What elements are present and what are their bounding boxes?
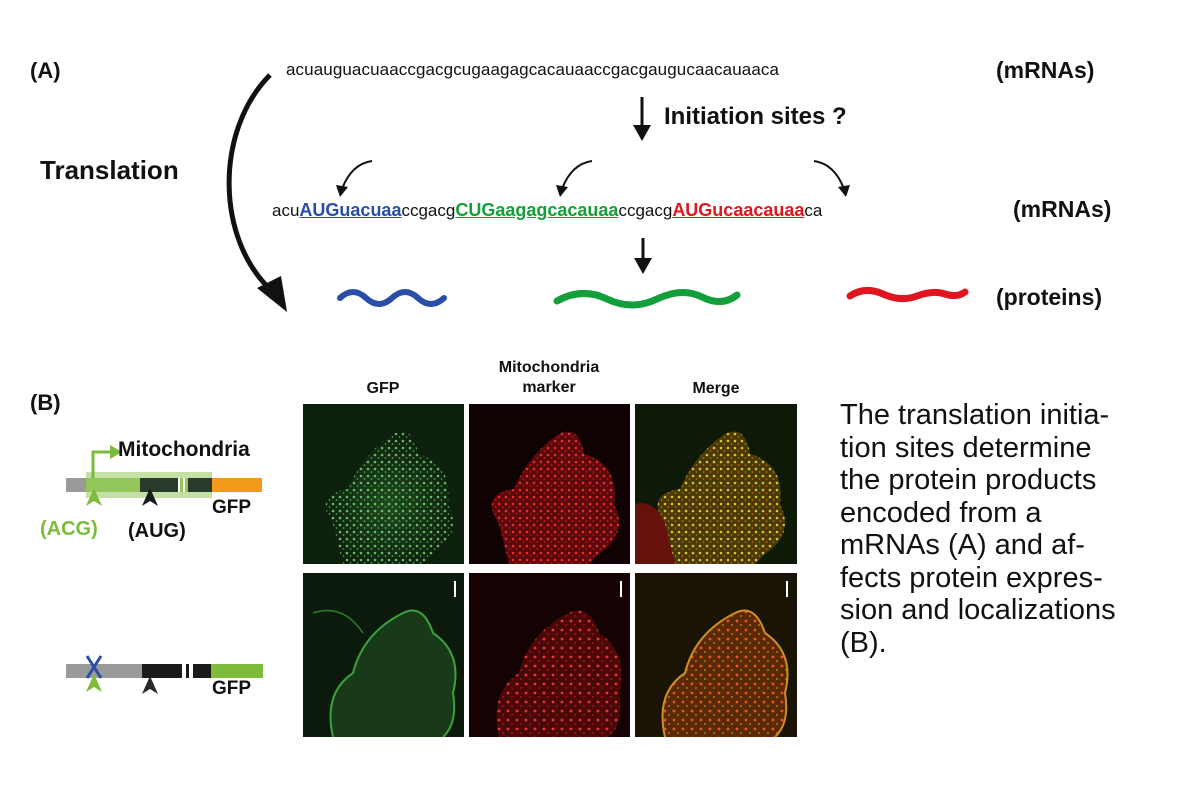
col-head-mito: Mitochondria marker bbox=[468, 358, 630, 398]
mrna-tag-top: (mRNAs) bbox=[996, 57, 1095, 83]
mrna-sequence: acuauguacuaaccgacgcugaagagcacauaaccgacga… bbox=[286, 60, 780, 79]
translation-curved-arrow-icon bbox=[226, 73, 287, 312]
micrograph-gfp-top bbox=[303, 404, 464, 564]
mitochondria-label: Mitochondria bbox=[118, 438, 250, 461]
col-head-gfp: GFP bbox=[366, 380, 400, 397]
curved-arrow-icon-2 bbox=[556, 160, 593, 197]
caption-line-8: (B). bbox=[840, 626, 887, 659]
seq-part-2: ccgacg bbox=[401, 201, 456, 220]
caption: The translation initia- tion sites deter… bbox=[840, 399, 1175, 659]
caption-line-4: encoded from a bbox=[840, 496, 1042, 529]
protein-green-icon bbox=[553, 289, 741, 309]
seq-segment-red: AUGucaacauaa bbox=[672, 200, 805, 220]
panel-a-label: (A) bbox=[30, 58, 61, 83]
seq-part-3: ccgacg bbox=[618, 201, 673, 220]
mrna-tag-second: (mRNAs) bbox=[1013, 196, 1112, 222]
caption-line-2: tion sites determine bbox=[840, 431, 1092, 464]
caption-line-5: mRNAs (A) and af- bbox=[840, 529, 1085, 561]
caption-line-6: fects protein expres- bbox=[840, 561, 1103, 594]
down-arrow-icon bbox=[633, 97, 651, 141]
caption-line-3: the protein products bbox=[840, 464, 1097, 496]
col-head-mito-line2: marker bbox=[522, 379, 576, 396]
down-arrow-icon-2 bbox=[634, 238, 652, 274]
col-head-merge: Merge bbox=[692, 380, 740, 397]
curved-arrow-icon-1 bbox=[336, 160, 373, 197]
acg-label: (ACG) bbox=[40, 518, 98, 540]
seq-segment-green: CUGaagagcacauaa bbox=[455, 200, 619, 220]
col-head-mito-line1: Mitochondria bbox=[498, 359, 600, 376]
panel-b-label: (B) bbox=[30, 390, 61, 415]
construct-2-diagram bbox=[66, 655, 263, 694]
protein-blue-icon bbox=[337, 289, 447, 307]
gfp-label-2: GFP bbox=[212, 678, 252, 699]
micrograph-mito-bottom bbox=[469, 573, 630, 737]
micrograph-merge-top bbox=[635, 404, 797, 564]
caption-line-1: The translation initia- bbox=[840, 399, 1110, 431]
micrograph-merge-bottom bbox=[635, 573, 797, 737]
micrograph-gfp-bottom bbox=[303, 573, 464, 737]
gfp-label-1: GFP bbox=[212, 497, 252, 518]
caption-line-7: sion and localizations bbox=[840, 594, 1116, 626]
seq-part-1: acu bbox=[272, 201, 300, 220]
aug-label: (AUG) bbox=[128, 520, 186, 542]
mrna-sequence-annotated: acuAUGuacuaaccgacgCUGaagagcacauaaccgacgA… bbox=[272, 200, 822, 221]
proteins-tag: (proteins) bbox=[996, 284, 1103, 310]
curved-arrow-icon-3 bbox=[813, 160, 850, 197]
translation-label: Translation bbox=[40, 155, 179, 185]
construct-1-diagram bbox=[66, 445, 262, 506]
micrograph-mito-top bbox=[469, 404, 630, 564]
protein-red-icon bbox=[846, 287, 969, 303]
seq-segment-blue: AUGuacuaa bbox=[299, 200, 402, 220]
seq-part-4: ca bbox=[804, 201, 823, 220]
initiation-sites-question: Initiation sites ? bbox=[664, 103, 847, 130]
